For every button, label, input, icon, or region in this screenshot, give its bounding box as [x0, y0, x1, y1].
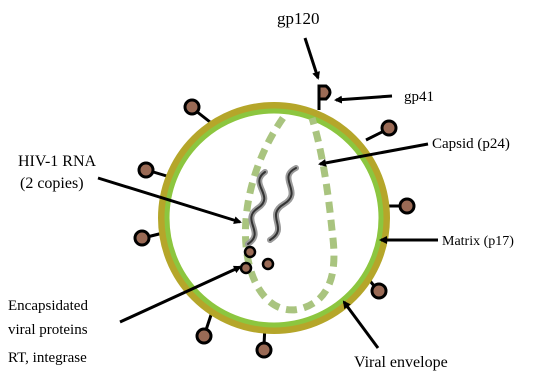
gp120-gp41-spike — [319, 86, 330, 110]
label-encapsidated-line3: RT, integrase — [8, 350, 87, 366]
spike — [185, 100, 210, 122]
gp41-arrow — [336, 96, 392, 100]
label-encapsidated-line1: Encapsidated — [8, 298, 88, 314]
label-rna-line2: (2 copies) — [20, 175, 84, 192]
label-rna-line1: HIV-1 RNA — [18, 153, 97, 170]
gp120-arrow — [305, 38, 318, 78]
envelope-arrow — [344, 302, 378, 348]
spike — [139, 163, 170, 177]
label-encapsidated-line2: viral proteins — [8, 322, 88, 338]
label-gp41: gp41 — [404, 89, 434, 105]
label-gp120: gp120 — [277, 9, 320, 28]
label-envelope: Viral envelope — [354, 354, 448, 371]
label-matrix: Matrix (p17) — [442, 234, 514, 249]
spike — [366, 121, 396, 140]
label-capsid: Capsid (p24) — [432, 136, 510, 152]
